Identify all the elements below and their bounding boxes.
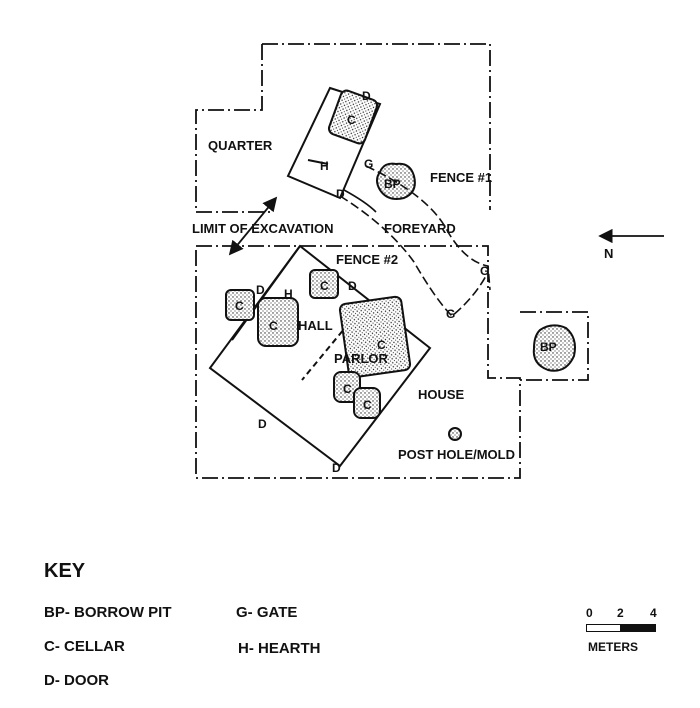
label-limit: LIMIT OF EXCAVATION: [192, 221, 334, 236]
cellar-parlor-b: [353, 387, 381, 419]
marker-gate: G: [364, 157, 373, 171]
label-north: N: [604, 246, 613, 261]
cellar-west: [225, 289, 255, 321]
marker-door: D: [336, 187, 345, 201]
cellar-parlor: [338, 295, 412, 379]
marker-cellar: C: [235, 299, 244, 313]
marker-gate: G: [480, 264, 489, 278]
key-title: KEY: [44, 560, 86, 582]
marker-door: D: [348, 279, 357, 293]
fence-1: [365, 165, 491, 291]
scale-tick-2: 2: [617, 606, 624, 620]
scale-units: METERS: [588, 640, 639, 654]
marker-cellar: C: [363, 398, 372, 412]
fence-2: [339, 195, 489, 318]
hall-wall: [231, 245, 301, 341]
scale-tick-0: 0: [586, 606, 593, 620]
marker-hearth: H: [320, 159, 329, 173]
marker-door: D: [362, 89, 371, 103]
marker-borrow-pit: BP: [540, 340, 557, 354]
label-hall: HALL: [298, 318, 333, 333]
label-quarter: QUARTER: [208, 138, 273, 153]
scale-bar: 0 2 4 METERS: [586, 606, 666, 656]
label-fence1: FENCE #1: [430, 170, 492, 185]
label-fence2: FENCE #2: [336, 252, 398, 267]
excavation-limit-east: [520, 311, 589, 381]
marker-cellar: C: [377, 338, 386, 352]
marker-door: D: [258, 417, 267, 431]
marker-borrow-pit: BP: [384, 177, 401, 191]
quarter-cellar: [327, 89, 379, 145]
cellar-hall: [257, 297, 299, 347]
key-item-borrow-pit: BP- BORROW PIT: [44, 604, 172, 621]
label-house: HOUSE: [418, 387, 465, 402]
excavation-limit-north: [195, 43, 491, 213]
marker-cellar: C: [347, 113, 356, 127]
key-item-cellar: C- CELLAR: [44, 638, 125, 655]
marker-cellar: C: [343, 382, 352, 396]
key-item-gate: G- GATE: [236, 604, 298, 621]
key-item-door: D- DOOR: [44, 672, 109, 689]
quarter-hearth-mark: [307, 159, 329, 165]
post-hole: [448, 427, 462, 441]
label-posthole: POST HOLE/MOLD: [398, 447, 515, 462]
marker-door: D: [256, 283, 265, 297]
marker-cellar: C: [320, 279, 329, 293]
scale-tick-4: 4: [650, 606, 657, 620]
limit-arrow: [228, 196, 278, 256]
house-partition: [301, 299, 369, 381]
marker-cellar: C: [269, 319, 278, 333]
label-foreyard: FOREYARD: [384, 221, 456, 236]
marker-door: D: [332, 461, 341, 475]
label-parlor: PARLOR: [334, 351, 389, 366]
fence-north-arc: [343, 189, 377, 213]
marker-hearth: H: [284, 287, 293, 301]
excavation-limit-south: [195, 245, 521, 479]
marker-gate: G: [446, 307, 455, 321]
key-item-hearth: H- HEARTH: [238, 640, 321, 657]
borrow-pit-east: [532, 324, 576, 372]
cellar-north-small: [309, 269, 339, 299]
scale-bar-graphic: [586, 624, 656, 632]
